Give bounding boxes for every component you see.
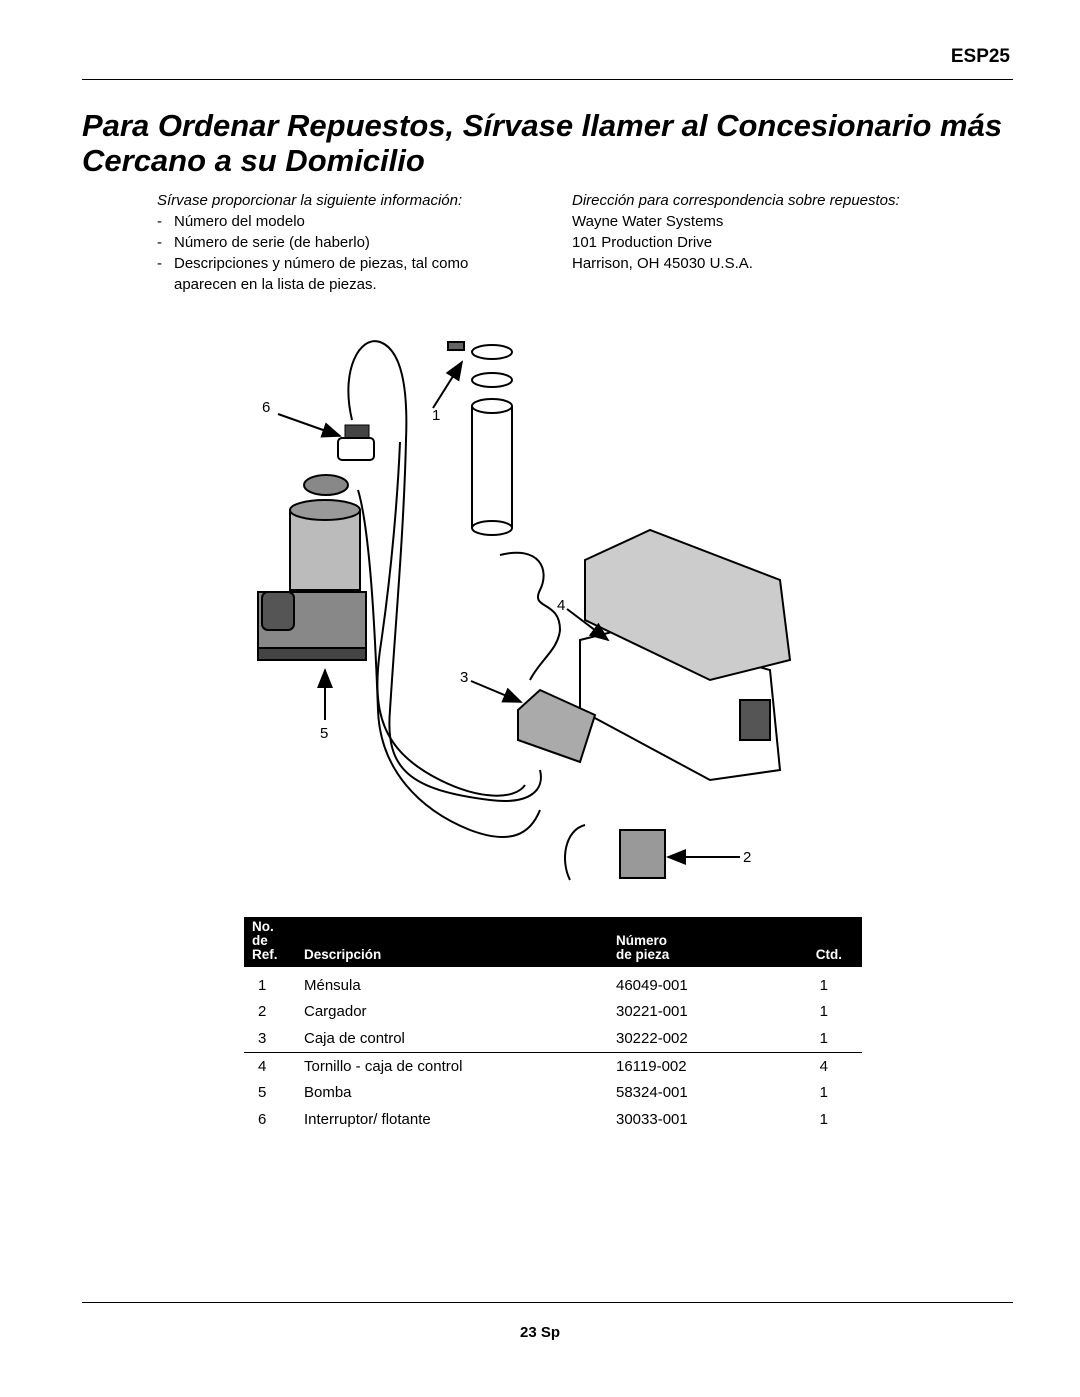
dash-bullet: - [157, 255, 162, 272]
cell-part: 30222-002 [608, 1025, 765, 1053]
list-item: -Descripciones y número de piezas, tal c… [157, 253, 517, 295]
cell-desc: Interruptor/ flotante [304, 1110, 431, 1128]
cell-qty: 1 [819, 1110, 828, 1128]
header-ref-line2: Ref. [252, 947, 278, 962]
address-line: 101 Production Drive [572, 234, 713, 251]
table-row: 1 Ménsula 46049-001 1 [244, 967, 862, 999]
info-required-section: Sírvase proporcionar la siguiente inform… [157, 190, 517, 295]
charger [564, 824, 666, 881]
cell-ref: 1 [258, 976, 267, 994]
page-number: 23 Sp [519, 1324, 561, 1341]
exploded-parts-diagram: 6 1 4 3 5 2 [257, 340, 792, 881]
address-line: Wayne Water Systems [572, 213, 724, 230]
cell-part: 30221-001 [616, 1003, 688, 1021]
sump-pump [257, 474, 367, 661]
header-part-line1: Número [616, 933, 668, 948]
info-required-heading: Sírvase proporcionar la siguiente inform… [157, 192, 463, 209]
callout-1: 1 [432, 407, 440, 424]
battery-box [579, 528, 792, 782]
header-desc: Descripción [296, 917, 608, 967]
table-row: 4 Tornillo - caja de control 16119-002 4 [244, 1052, 862, 1079]
cell-ref: 3 [244, 1025, 296, 1053]
table-row: 6 Interruptor/ flotante 30033-001 1 [244, 1106, 862, 1133]
header-rule [82, 79, 1013, 80]
callout-arrows [277, 360, 740, 865]
cell-part: 16119-002 [616, 1057, 687, 1075]
float-switch [337, 424, 375, 461]
callout-2: 2 [743, 849, 751, 866]
cell-ref: 4 [258, 1057, 267, 1075]
dash-bullet: - [157, 213, 162, 230]
cell-ref: 6 [258, 1110, 267, 1128]
cell-desc: Bomba [304, 1084, 352, 1102]
cell-qty: 1 [819, 1084, 828, 1102]
cell-part: 30033-001 [616, 1110, 688, 1128]
cell-qty: 1 [819, 1003, 828, 1021]
bracket [447, 341, 513, 536]
cell-qty: 1 [819, 976, 828, 994]
list-item: -Número del modelo [157, 211, 517, 232]
power-cord [376, 441, 526, 797]
header-part-line2: de pieza [616, 947, 670, 962]
page-title: Para Ordenar Repuestos, Sírvase llamer a… [82, 108, 1003, 178]
model-number: ESP25 [950, 46, 1010, 67]
table-row: 5 Bomba 58324-001 1 [244, 1079, 862, 1106]
float-switch-cord [347, 340, 542, 802]
cell-desc: Ménsula [304, 976, 361, 994]
cell-qty: 1 [764, 1025, 862, 1053]
cell-desc: Cargador [304, 1003, 367, 1021]
parts-address-heading: Dirección para correspondencia sobre rep… [572, 192, 900, 209]
header-ref-line1: No. de [252, 919, 274, 948]
cell-ref: 2 [258, 1003, 267, 1021]
parts-address-section: Dirección para correspondencia sobre rep… [572, 190, 972, 274]
list-item-text: Número de serie (de haberlo) [174, 234, 370, 251]
cell-ref: 5 [258, 1084, 267, 1102]
cell-desc: Tornillo - caja de control [304, 1057, 463, 1075]
callout-3: 3 [460, 669, 468, 686]
cell-desc: Caja de control [296, 1025, 608, 1053]
dash-bullet: - [157, 234, 162, 251]
footer-rule [82, 1302, 1013, 1303]
list-item-text: Descripciones y número de piezas, tal co… [174, 255, 469, 293]
callout-5: 5 [320, 725, 328, 742]
info-required-list: -Número del modelo -Número de serie (de … [157, 211, 517, 295]
table-row: 3 Caja de control 30222-002 1 [244, 1025, 862, 1053]
wire-harness [499, 551, 562, 681]
callout-6: 6 [262, 399, 270, 416]
list-item-text: Número del modelo [174, 213, 305, 230]
list-item: -Número de serie (de haberlo) [157, 232, 517, 253]
header-qty: Ctd. [764, 917, 862, 967]
table-row: 2 Cargador 30221-001 1 [244, 999, 862, 1026]
address-line: Harrison, OH 45030 U.S.A. [572, 255, 753, 272]
cell-part: 58324-001 [616, 1084, 688, 1102]
cell-qty: 4 [819, 1057, 828, 1075]
callout-4: 4 [557, 597, 565, 614]
control-box [517, 688, 597, 764]
pump-cord [357, 489, 541, 839]
cell-part: 46049-001 [616, 976, 688, 994]
